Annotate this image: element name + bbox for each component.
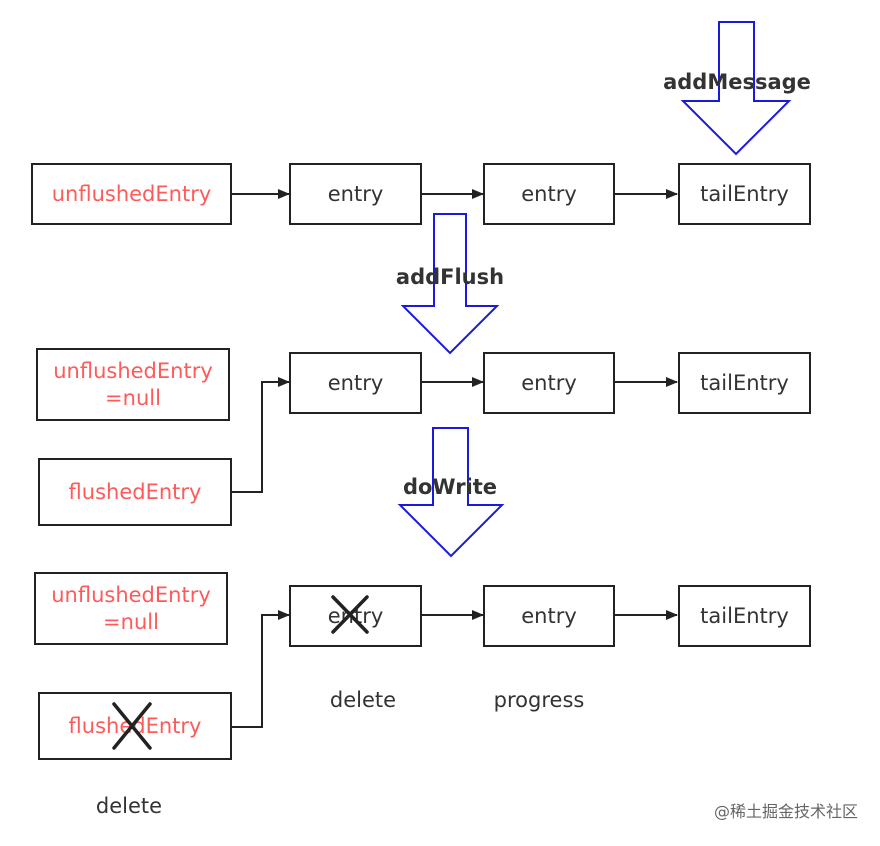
note-progress-entry: progress (493, 688, 585, 712)
delete-cross-icon-flushed (112, 702, 152, 750)
unflushed-entry-label: unflushedEntry (53, 359, 213, 384)
note-delete-entry: delete (329, 688, 397, 712)
entry-box-2-stage1: entry (483, 163, 615, 225)
null-label: =null (103, 609, 159, 634)
flushed-entry-box-stage3: flushedEntry (38, 692, 232, 760)
watermark: @稀土掘金技术社区 (713, 802, 858, 821)
op-arrow-dowrite (397, 427, 505, 558)
tail-entry-box-stage2: tailEntry (678, 352, 811, 414)
op-label-dowrite: doWrite (402, 475, 498, 499)
entry-box-1-stage3: entry (289, 585, 422, 647)
tail-entry-box-stage3: tailEntry (678, 585, 811, 647)
unflushed-entry-label: unflushedEntry (51, 583, 211, 608)
op-label-addflush: addFlush (395, 265, 505, 289)
connector-flushed-to-entry1-stage2 (231, 377, 290, 493)
op-arrow-addmessage (680, 21, 792, 156)
op-label-addmessage: addMessage (663, 70, 811, 94)
entry-box-2-stage2: entry (483, 352, 615, 414)
unflushed-entry-null-box-stage3: unflushedEntry =null (34, 572, 228, 645)
entry-box-1-stage1: entry (289, 163, 422, 225)
null-label: =null (105, 385, 161, 410)
entry-box-1-stage2: entry (289, 352, 422, 414)
note-delete-flushed: delete (95, 794, 163, 818)
connector-flushed-to-entry1-stage3 (231, 610, 290, 728)
op-arrow-addflush (400, 213, 500, 355)
flushed-entry-box-stage2: flushedEntry (38, 458, 232, 526)
entry-box-2-stage3: entry (483, 585, 615, 647)
unflushed-entry-null-box-stage2: unflushedEntry =null (36, 348, 230, 421)
tail-entry-box-stage1: tailEntry (678, 163, 811, 225)
unflushed-entry-box-stage1: unflushedEntry (31, 163, 232, 225)
delete-cross-icon-entry (331, 595, 369, 634)
